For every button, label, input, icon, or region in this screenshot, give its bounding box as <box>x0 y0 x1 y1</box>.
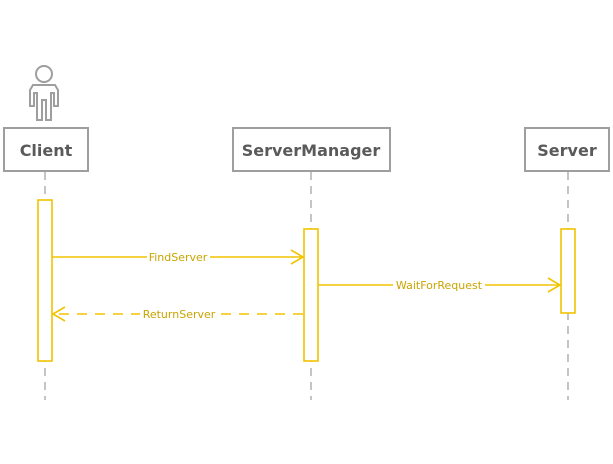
participant-client[interactable]: Client <box>3 127 89 172</box>
participant-server-manager-label: ServerManager <box>242 141 381 160</box>
participant-server[interactable]: Server <box>524 127 610 172</box>
message-wait-for-request-label: WaitForRequest <box>396 279 483 292</box>
participant-server-label: Server <box>537 141 597 160</box>
arrowhead-icon <box>51 306 66 322</box>
message-wait-for-request[interactable]: WaitForRequest <box>318 277 562 293</box>
message-find-server-label-bg <box>147 250 210 264</box>
participant-server-manager[interactable]: ServerManager <box>232 127 391 172</box>
message-return-server-label-bg <box>140 307 218 321</box>
message-find-server-label: FindServer <box>149 251 208 264</box>
message-return-server[interactable]: ReturnServer <box>51 306 303 322</box>
activation-client <box>37 199 53 362</box>
participant-client-label: Client <box>20 141 73 160</box>
activation-server <box>560 228 576 314</box>
message-wait-for-request-label-bg <box>393 278 485 292</box>
message-return-server-label: ReturnServer <box>143 308 216 321</box>
message-find-server[interactable]: FindServer <box>52 249 305 265</box>
arrowhead-icon <box>290 249 305 265</box>
arrowhead-icon <box>547 277 562 293</box>
activation-server-manager <box>303 228 319 362</box>
person-icon <box>29 65 59 121</box>
